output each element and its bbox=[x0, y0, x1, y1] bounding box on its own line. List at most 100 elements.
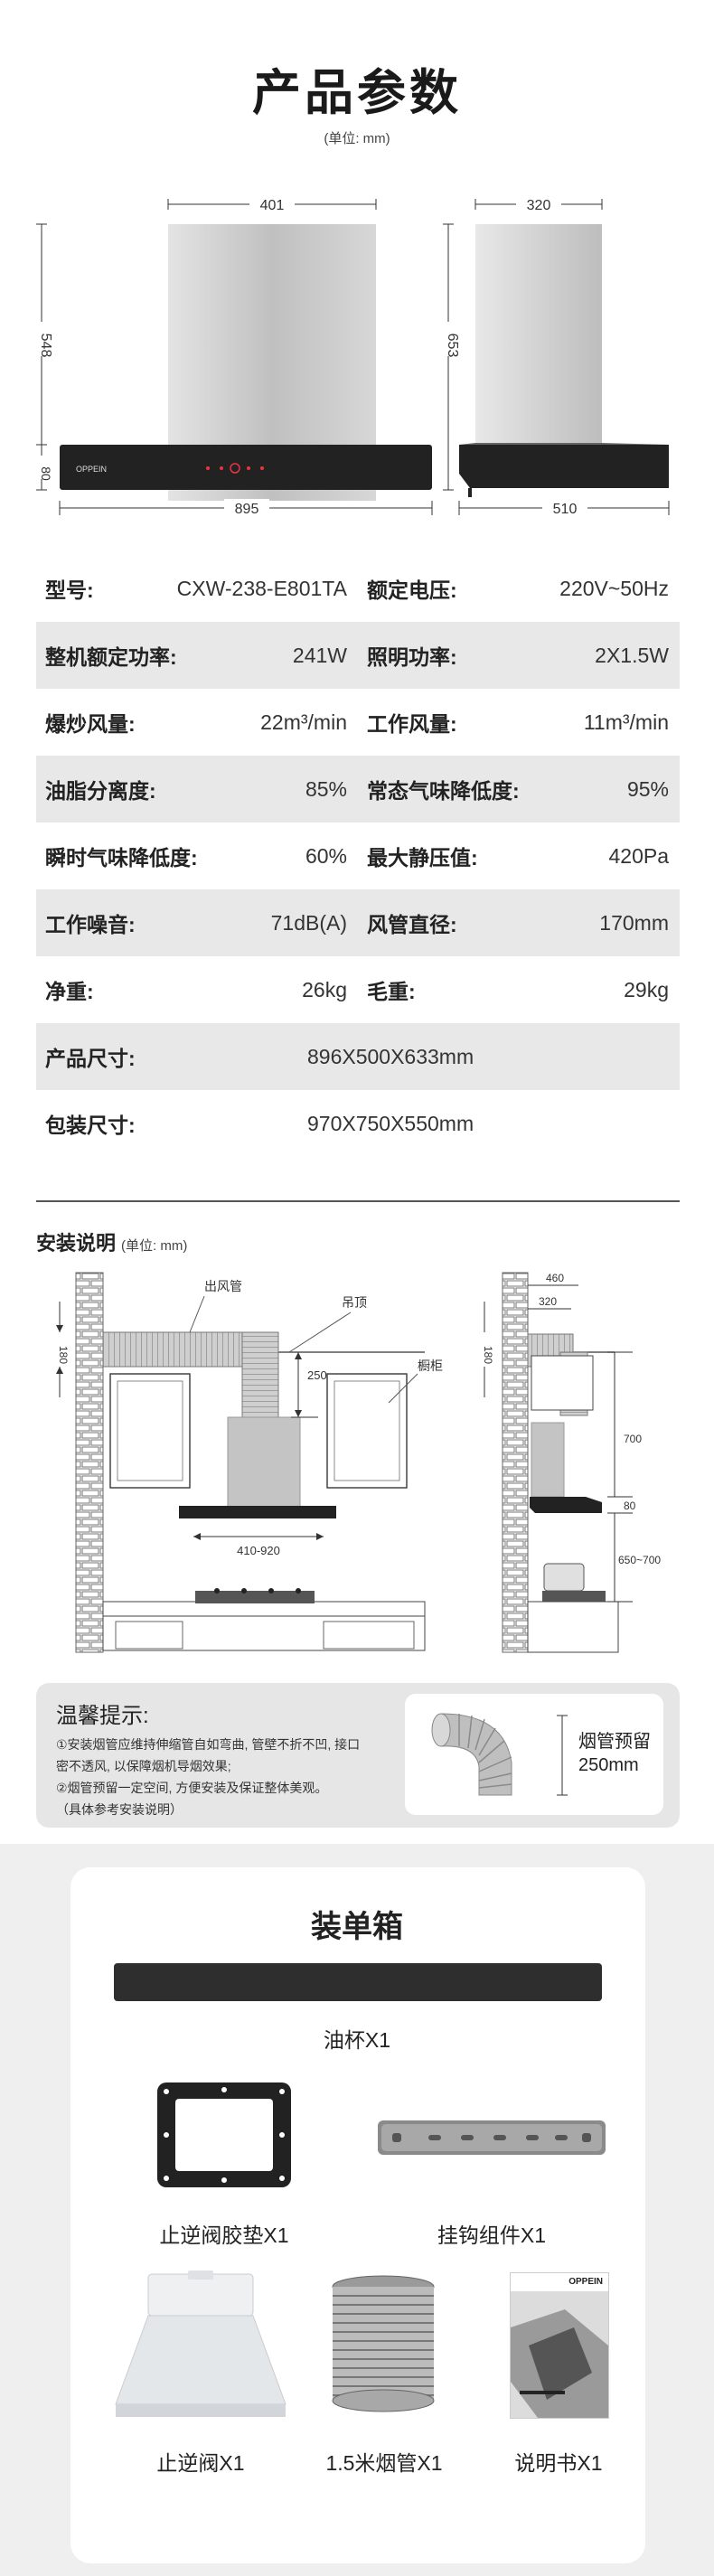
wall-left bbox=[75, 1272, 104, 1653]
label-duct: 出风管 bbox=[204, 1279, 242, 1293]
label-320: 320 bbox=[539, 1295, 557, 1308]
tip-line: ②烟管预留一定空间, 方便安装及保证整体美观。 bbox=[56, 1781, 328, 1795]
elbow-duct-image bbox=[431, 1713, 568, 1796]
spec-value: 220V~50Hz bbox=[559, 576, 669, 600]
installation-title: 安装说明(单位: mm) bbox=[36, 1232, 188, 1255]
spec-row-full: 产品尺寸: 896X500X633mm bbox=[36, 1023, 680, 1090]
spec-label: 瞬时气味降低度: bbox=[45, 846, 198, 870]
duct-image bbox=[332, 2275, 435, 2412]
spec-label: 工作风量: bbox=[367, 712, 457, 736]
spec-value: 970X750X550mm bbox=[307, 1111, 474, 1135]
duct-reserve-card bbox=[405, 1694, 663, 1815]
pack-item-label: 油杯X1 bbox=[323, 2028, 391, 2052]
page-title: 产品参数 bbox=[252, 66, 462, 120]
label-80: 80 bbox=[624, 1500, 636, 1512]
spec-row: 净重: 26kg 毛重: 29kg bbox=[36, 956, 680, 1023]
counter bbox=[102, 1601, 426, 1651]
spec-label: 照明功率: bbox=[367, 645, 457, 669]
spec-row: 爆炒风量: 22m³/min 工作风量: 11m³/min bbox=[36, 689, 680, 756]
spec-label: 型号: bbox=[45, 578, 94, 602]
label-700: 700 bbox=[624, 1433, 642, 1445]
dim-side-chimney: 320 bbox=[527, 198, 551, 213]
dim-front-height: 548 bbox=[38, 334, 53, 358]
section-divider bbox=[36, 1200, 680, 1202]
side-hood-panel bbox=[530, 1497, 602, 1513]
label-180: 180 bbox=[57, 1346, 70, 1364]
spec-value: 71dB(A) bbox=[270, 910, 347, 935]
manual-cover-art bbox=[511, 2291, 608, 2418]
dim-front-chimney: 401 bbox=[260, 198, 285, 213]
label-460: 460 bbox=[546, 1272, 564, 1284]
spec-label: 包装尺寸: bbox=[45, 1114, 136, 1137]
label-250: 250 bbox=[307, 1368, 327, 1382]
spec-row: 整机额定功率: 241W 照明功率: 2X1.5W bbox=[36, 622, 680, 689]
spec-label: 最大静压值: bbox=[367, 846, 478, 870]
spec-value: 26kg bbox=[302, 977, 347, 1001]
tip-line: （具体参考安装说明） bbox=[56, 1802, 183, 1817]
installation-unit: (单位: mm) bbox=[121, 1238, 188, 1254]
spec-value: 95% bbox=[626, 776, 669, 801]
spec-table: 型号: CXW-238-E801TA 额定电压: 220V~50Hz 整机额定功率:… bbox=[36, 555, 680, 1157]
dim-side-height: 653 bbox=[445, 334, 460, 358]
spec-value: 896X500X633mm bbox=[307, 1044, 474, 1068]
cabinet-right bbox=[326, 1373, 408, 1489]
packing-title: 装单箱 bbox=[311, 1910, 403, 1944]
reserve-caption: 烟管预留 250mm bbox=[578, 1732, 651, 1775]
dim-front-width: 895 bbox=[235, 502, 259, 517]
pack-item-label: 止逆阀胶垫X1 bbox=[159, 2223, 289, 2247]
side-hood-chimney bbox=[531, 1422, 565, 1498]
spec-label: 爆炒风量: bbox=[45, 712, 136, 736]
spec-value: 29kg bbox=[624, 977, 669, 1001]
pack-item-label: 1.5米烟管X1 bbox=[325, 2451, 443, 2475]
front-logo: OPPEIN bbox=[76, 465, 107, 474]
label-width-range: 410-920 bbox=[237, 1544, 280, 1557]
spec-value: 22m³/min bbox=[260, 710, 347, 734]
spec-row: 型号: CXW-238-E801TA 额定电压: 220V~50Hz bbox=[36, 555, 680, 622]
stove bbox=[195, 1591, 315, 1603]
spec-value: 2X1.5W bbox=[595, 643, 669, 667]
check-valve-image bbox=[115, 2270, 287, 2417]
spec-label: 工作噪音: bbox=[45, 913, 136, 936]
spec-value: 241W bbox=[292, 643, 347, 667]
spec-label: 整机额定功率: bbox=[45, 645, 177, 669]
spec-row-full: 包装尺寸: 970X750X550mm bbox=[36, 1090, 680, 1157]
manual-image: OPPEIN bbox=[510, 2272, 609, 2419]
manual-brand: OPPEIN bbox=[511, 2273, 608, 2291]
spec-label: 产品尺寸: bbox=[45, 1047, 136, 1070]
tips-title: 温馨提示: bbox=[56, 1704, 149, 1728]
label-ceiling: 吊顶 bbox=[342, 1295, 367, 1310]
spec-row: 工作噪音:71dB(A) 风管直径:170mm bbox=[36, 889, 680, 956]
hood-chimney bbox=[227, 1416, 301, 1509]
duct-horizontal bbox=[102, 1331, 249, 1368]
unit-note: (单位: mm) bbox=[324, 131, 390, 146]
spec-value: 85% bbox=[305, 776, 347, 801]
cabinet-left bbox=[109, 1373, 191, 1489]
oil-cup-image bbox=[114, 1963, 602, 2001]
front-panel bbox=[60, 445, 432, 490]
label-side-180: 180 bbox=[482, 1346, 494, 1364]
pot bbox=[543, 1563, 585, 1592]
spec-label: 额定电压: bbox=[367, 578, 457, 602]
wall-right bbox=[502, 1272, 529, 1653]
hood-panel bbox=[179, 1506, 336, 1518]
hook-assembly-image bbox=[378, 2120, 606, 2155]
spec-value: 170mm bbox=[599, 910, 669, 935]
spec-value: 60% bbox=[305, 843, 347, 868]
label-650: 650~700 bbox=[618, 1554, 661, 1566]
duct-vertical bbox=[241, 1331, 279, 1424]
label-cabinet: 橱柜 bbox=[418, 1359, 443, 1373]
spec-value: CXW-238-E801TA bbox=[176, 576, 347, 600]
dim-front-panel: 80 bbox=[39, 466, 53, 481]
tip-line: ①安装烟管应维持伸缩管自如弯曲, 管壁不折不凹, 接口 bbox=[56, 1737, 361, 1752]
pack-item-label: 止逆阀X1 bbox=[156, 2451, 245, 2475]
spec-label: 油脂分离度: bbox=[45, 779, 156, 803]
tip-line: 密不透风, 以保障烟机导烟效果; bbox=[56, 1759, 231, 1773]
spec-value: 11m³/min bbox=[583, 710, 669, 734]
spec-row: 瞬时气味降低度:60% 最大静压值:420Pa bbox=[36, 823, 680, 889]
gasket-image bbox=[157, 2082, 291, 2187]
spec-label: 毛重: bbox=[367, 980, 416, 1003]
installation-diagram: 410-920 250 180 出风管 吊顶 橱柜 460 320 180 70… bbox=[56, 1272, 661, 1653]
dim-side-depth: 510 bbox=[553, 502, 578, 517]
spec-label: 净重: bbox=[45, 980, 94, 1003]
spec-label: 常态气味降低度: bbox=[367, 779, 520, 803]
